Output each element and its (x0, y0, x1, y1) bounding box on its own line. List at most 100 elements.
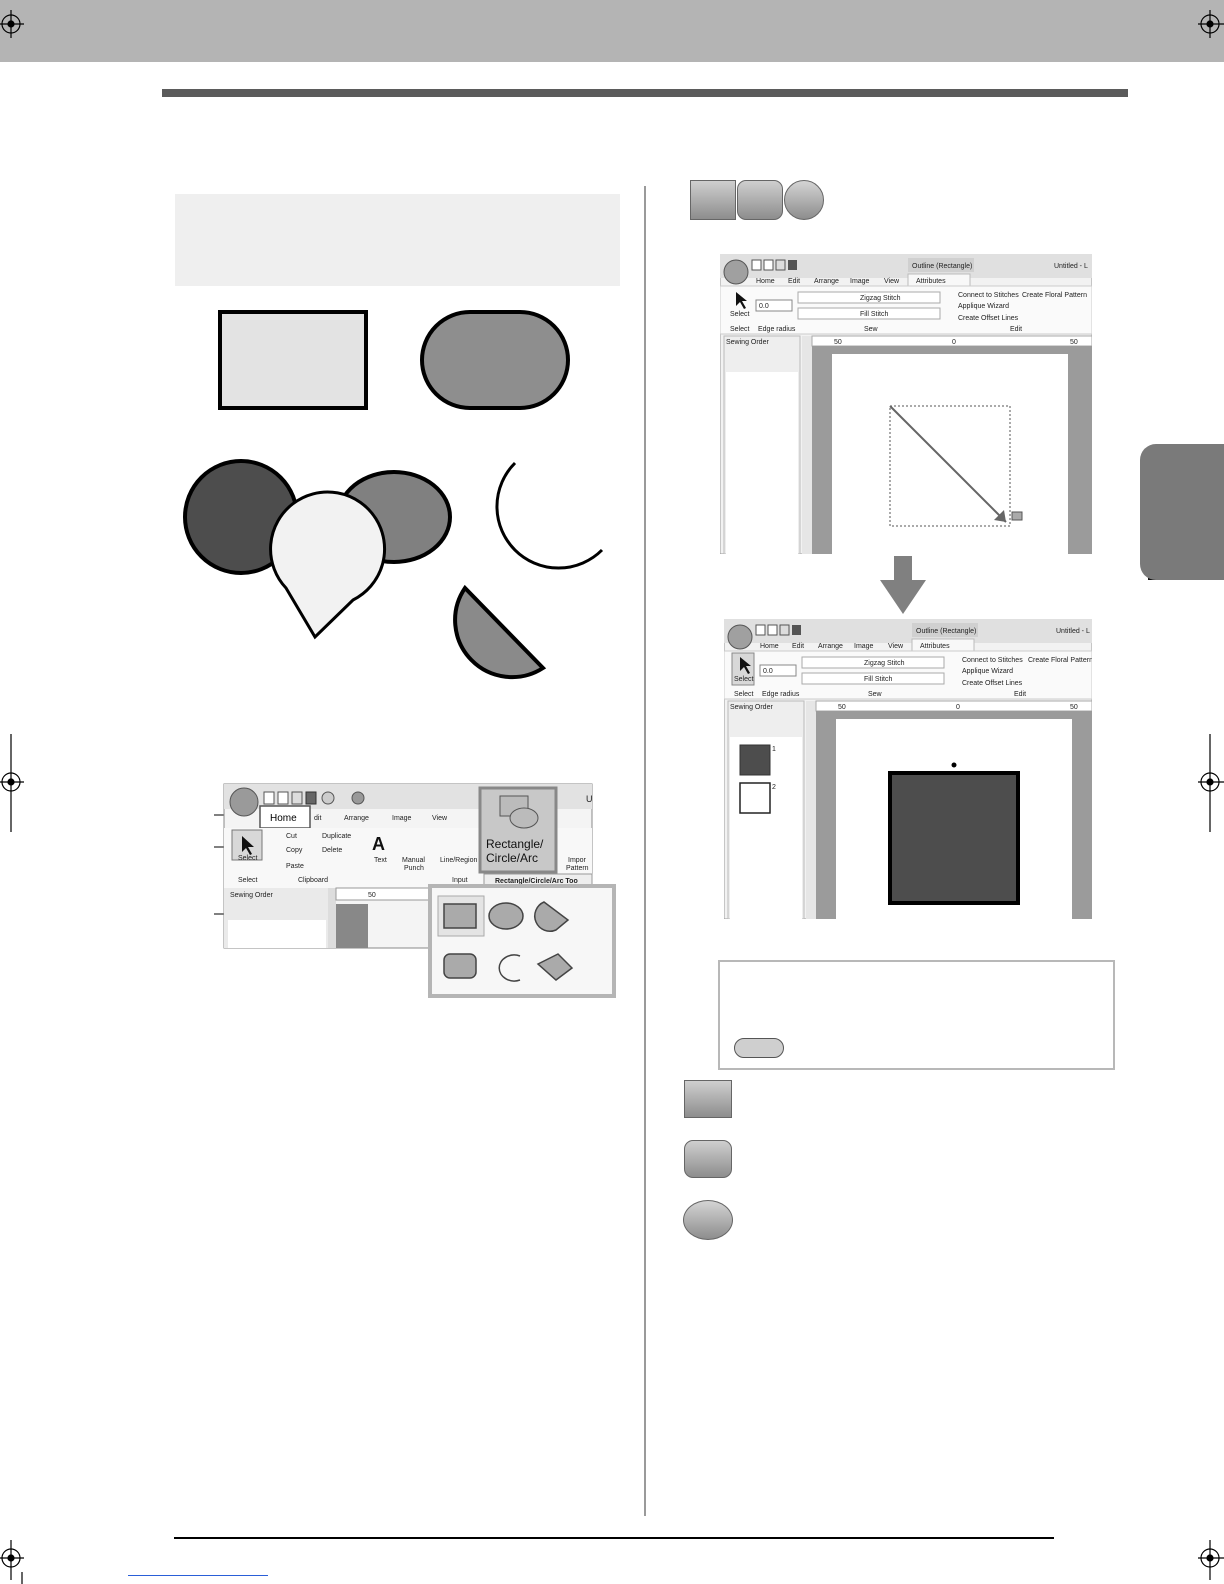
registration-mark-top-left (0, 10, 24, 38)
drag-rectangle-outline (889, 405, 1011, 527)
sewing-order-item-1 (739, 744, 771, 776)
registration-mark-bottom-right (1198, 1540, 1224, 1580)
dropdown-rounded-rectangle-icon (443, 953, 477, 979)
pointer-icon (242, 836, 254, 855)
group-sew: Sew (864, 326, 879, 333)
import-label-1: Impor (568, 857, 587, 864)
import-label-2: Pattern (566, 865, 589, 872)
ruler-label: 50 (368, 892, 376, 899)
down-arrow (880, 556, 926, 614)
rectangle-shape-icon (690, 180, 736, 220)
pointer-icon (736, 292, 747, 309)
chapter-side-tab (1140, 444, 1224, 580)
offset-label: Create Offset Lines (958, 315, 1019, 322)
floral-label: Create Floral Pattern (1022, 292, 1087, 299)
group-edge-radius: Edge radius (758, 326, 796, 333)
dropdown-fan-icon (536, 953, 574, 981)
sample-rounded-rectangle (420, 310, 570, 410)
text-tool-label: Text (374, 857, 387, 864)
sewing-order-label: Sewing Order (726, 339, 769, 346)
clipboard-group-label: Clipboard (298, 877, 328, 884)
dropdown-ellipse-icon (488, 902, 524, 930)
edge-radius-field (759, 664, 797, 677)
context-title: Outline (Rectangle) (916, 628, 976, 635)
circle-tool-icon (509, 807, 539, 829)
sewing-order-label: Sewing Order (230, 892, 273, 899)
sample-fan (269, 490, 387, 640)
select-label: Select (730, 311, 750, 318)
tab-edit: dit (314, 815, 321, 822)
created-rectangle (888, 771, 1020, 905)
sample-arc (495, 461, 604, 570)
sample-sector (453, 584, 547, 680)
tab-attributes: Attributes (916, 278, 946, 285)
drag-direction-line (889, 405, 1007, 523)
app-button-icon (229, 787, 259, 817)
line-sew-select (801, 656, 945, 669)
footer-rule (174, 1537, 1054, 1539)
tab-home: Home (756, 278, 775, 285)
rect-tool-label-2: Circle/Arc (486, 851, 538, 865)
tab-arrange: Arrange (818, 643, 843, 650)
tab-edit: Edit (788, 278, 800, 285)
tab-view: View (888, 643, 904, 650)
zigzag-label: Zigzag Stitch (860, 295, 901, 302)
line-region-label: Line/Region (440, 857, 477, 864)
manual-punch-label-2: Punch (404, 865, 424, 872)
rounded-rectangle-step-icon (684, 1140, 732, 1178)
dropdown-sector-icon (534, 901, 570, 932)
tab-home: Home (760, 643, 779, 650)
rounded-rectangle-shape-icon (737, 180, 783, 220)
window-title: Untitled - L (1054, 263, 1088, 270)
region-sew-select (797, 307, 941, 320)
drag-cursor-icon (1011, 511, 1023, 521)
registration-mark-mid-left (0, 734, 24, 832)
note-key-button-icon (734, 1038, 784, 1058)
drag-arrow-head (994, 510, 1006, 522)
select-label: Select (734, 676, 754, 683)
region-sew-select (801, 672, 945, 685)
ruler-label-1: 50 (834, 339, 842, 346)
tab-arrange: Arrange (814, 278, 839, 285)
copy-label: Copy (286, 847, 303, 854)
column-divider (644, 186, 646, 1516)
tab-view: View (432, 815, 448, 822)
rect-tool-label-1: Rectangle/ (486, 837, 544, 851)
tab-image: Image (854, 643, 874, 650)
tab-image: Image (850, 278, 870, 285)
app-button-icon (723, 259, 749, 285)
sewing-order-label: Sewing Order (730, 704, 773, 711)
selection-handles (888, 762, 1020, 905)
offset-label: Create Offset Lines (962, 680, 1023, 687)
line-sew-select (797, 291, 941, 304)
sewing-order-number-2: 2 (772, 784, 776, 791)
group-select: Select (730, 326, 750, 333)
rectangle-step-icon (684, 1080, 732, 1118)
context-title: Outline (Rectangle) (912, 263, 972, 270)
edge-radius-value: 0.0 (759, 303, 769, 310)
result-screenshot: Outline (Rectangle) Untitled - L Home Ed… (724, 619, 1092, 919)
fill-label: Fill Stitch (860, 311, 889, 318)
edge-radius-field (755, 299, 793, 312)
ruler-label-3: 50 (1070, 704, 1078, 711)
ruler-label-2: 0 (956, 704, 960, 711)
registration-mark-mid-right (1198, 734, 1224, 832)
sewing-order-number-1: 1 (772, 746, 776, 753)
group-select: Select (734, 691, 754, 698)
select-label: Select (238, 855, 258, 862)
shape-samples (183, 310, 604, 680)
dropdown-rectangle-icon (443, 903, 477, 929)
footer-link-underline (128, 1575, 268, 1576)
dropdown-arc-icon (498, 954, 521, 982)
duplicate-label: Duplicate (322, 833, 351, 840)
oval-step-icon (683, 1200, 733, 1240)
section-heading-box (175, 194, 620, 286)
group-sew: Sew (868, 691, 883, 698)
drag-screenshot: Outline (Rectangle) Untitled - L Home Ed… (720, 254, 1092, 554)
select-group-label: Select (238, 877, 258, 884)
connect-label: Connect to Stitches (962, 657, 1023, 664)
tab-attributes: Attributes (920, 643, 950, 650)
sample-rectangle (218, 310, 368, 410)
manual-punch-label-1: Manual (402, 857, 425, 864)
